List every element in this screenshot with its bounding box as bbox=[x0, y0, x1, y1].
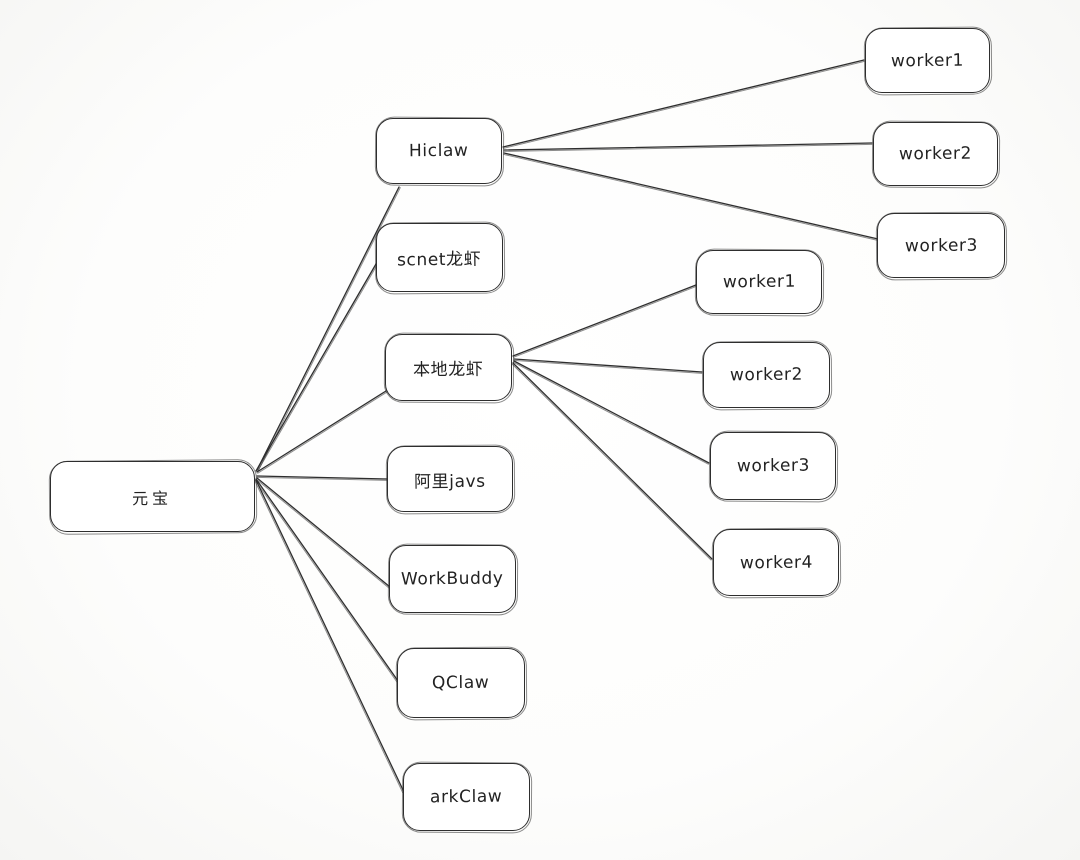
node-label: worker4 bbox=[739, 552, 813, 573]
node-label: worker3 bbox=[736, 455, 810, 477]
edge-yuanbao-qclaw[interactable] bbox=[254, 478, 399, 683]
node-label: arkClaw bbox=[430, 786, 503, 808]
edge-hiclaw-h-worker3[interactable] bbox=[503, 152, 879, 241]
node-bendi[interactable]: 本地龙虾 bbox=[385, 334, 512, 401]
node-label: QClaw bbox=[432, 672, 490, 694]
edge-bendi-b-worker2[interactable] bbox=[513, 358, 703, 374]
node-yuanbao[interactable]: 元宝 bbox=[50, 461, 255, 532]
edge-yuanbao-scnet[interactable] bbox=[255, 263, 378, 473]
node-label: 元宝 bbox=[132, 488, 173, 508]
node-h-worker2[interactable]: worker2 bbox=[873, 122, 998, 186]
edge-yuanbao-arkclaw[interactable] bbox=[254, 479, 405, 794]
edge-yuanbao-workbuddy[interactable] bbox=[255, 477, 391, 589]
edge-bendi-b-worker1[interactable] bbox=[512, 284, 698, 358]
node-b-worker3[interactable]: worker3 bbox=[710, 432, 836, 500]
node-b-worker2[interactable]: worker2 bbox=[703, 342, 830, 408]
node-label: worker1 bbox=[890, 50, 965, 71]
node-qclaw[interactable]: QClaw bbox=[397, 648, 525, 718]
edge-yuanbao-bendi[interactable] bbox=[256, 390, 388, 474]
edge-hiclaw-h-worker1[interactable] bbox=[502, 59, 865, 149]
node-label: WorkBuddy bbox=[401, 568, 504, 590]
node-arkclaw[interactable]: arkClaw bbox=[403, 763, 530, 831]
edge-bendi-b-worker3[interactable] bbox=[512, 360, 710, 465]
node-label: worker2 bbox=[729, 364, 804, 386]
node-label: worker1 bbox=[722, 271, 796, 293]
node-b-worker1[interactable]: worker1 bbox=[696, 250, 822, 314]
node-alijavs[interactable]: 阿里javs bbox=[387, 446, 513, 512]
node-h-worker1[interactable]: worker1 bbox=[865, 28, 990, 93]
node-workbuddy[interactable]: WorkBuddy bbox=[389, 545, 516, 613]
node-h-worker3[interactable]: worker3 bbox=[877, 213, 1005, 278]
node-label: Hiclaw bbox=[409, 140, 469, 162]
edge-yuanbao-alijavs[interactable] bbox=[256, 475, 389, 481]
node-label: worker3 bbox=[904, 235, 978, 256]
node-hiclaw[interactable]: Hiclaw bbox=[376, 118, 502, 184]
node-label: worker2 bbox=[898, 143, 973, 165]
node-b-worker4[interactable]: worker4 bbox=[713, 529, 839, 596]
node-label: 阿里javs bbox=[414, 471, 486, 492]
node-scnet[interactable]: scnet龙虾 bbox=[376, 223, 503, 292]
edge-bendi-b-worker4[interactable] bbox=[511, 362, 713, 561]
node-label: 本地龙虾 bbox=[413, 359, 484, 381]
node-label: scnet龙虾 bbox=[397, 249, 482, 271]
edge-hiclaw-h-worker2[interactable] bbox=[503, 142, 873, 152]
